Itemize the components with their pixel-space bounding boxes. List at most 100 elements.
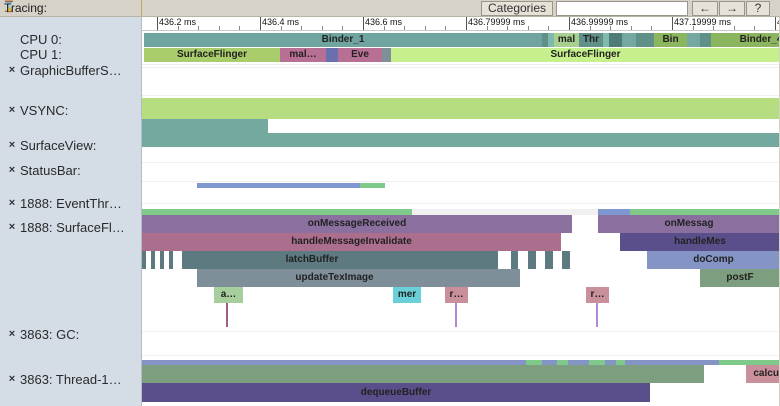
cpu1-slice[interactable]: mal… <box>280 48 326 62</box>
cpu0-slice[interactable] <box>542 33 548 47</box>
eventthread-slice[interactable] <box>360 183 385 188</box>
sidebar-item-1888-surfacefl[interactable]: × 1888: SurfaceFl… <box>0 221 141 237</box>
ruler-minor-tick <box>425 26 426 31</box>
sf-slice[interactable]: handleMessageInvalidate <box>142 233 561 251</box>
thread1-slice[interactable]: dequeueBuffer <box>142 383 650 402</box>
cpu0-slice[interactable] <box>603 33 609 47</box>
thread1-slice[interactable] <box>557 360 568 365</box>
sf-slice[interactable]: onMessag <box>598 215 780 233</box>
sidebar-item-statusbar[interactable]: ×StatusBar: <box>0 164 141 180</box>
thread1-slice[interactable] <box>542 360 557 365</box>
cpu1-slice[interactable] <box>326 48 338 62</box>
close-icon[interactable]: × <box>8 328 16 340</box>
sf-slice[interactable] <box>142 251 146 269</box>
thread1-slice[interactable] <box>568 360 589 365</box>
cpu0-slice[interactable]: Binder_1 <box>144 33 542 47</box>
thread1-slice[interactable] <box>526 360 542 365</box>
sf-slice[interactable]: latchBuffer <box>182 251 442 269</box>
sidebar-item-cpu-1[interactable]: CPU 1: <box>0 48 141 64</box>
cpu1-slice[interactable]: SurfaceFlinger <box>144 48 280 62</box>
vsync-band[interactable] <box>142 98 780 119</box>
sf-slice[interactable]: r… <box>445 287 468 303</box>
sidebar-item-vsync[interactable]: ×VSYNC: <box>0 104 141 120</box>
sf-async-slice[interactable] <box>598 209 630 215</box>
sf-slice[interactable] <box>169 251 173 269</box>
thread1-slice[interactable] <box>616 360 625 365</box>
cpu0-slice[interactable] <box>636 33 654 47</box>
close-icon[interactable]: × <box>8 221 16 233</box>
sidebar-item-1888-eventthr[interactable]: ×1888: EventThr… <box>0 197 141 213</box>
flow-arrow[interactable] <box>226 303 228 327</box>
cpu0-slice[interactable]: mal <box>554 33 579 47</box>
slice-label: SurfaceFlinger <box>176 49 248 60</box>
sf-slice[interactable]: onMessageReceived <box>142 215 572 233</box>
sidebar-item-graphicbuffers[interactable]: ×GraphicBufferS… <box>0 64 141 80</box>
cpu0-slice[interactable]: Bin <box>654 33 687 47</box>
cpu0-slice[interactable] <box>687 33 700 47</box>
close-icon[interactable]: × <box>8 197 16 209</box>
sf-slice[interactable] <box>151 251 155 269</box>
sf-slice[interactable] <box>545 251 553 269</box>
close-icon[interactable]: × <box>8 104 16 116</box>
flow-arrow[interactable] <box>455 303 457 327</box>
eventthread-slice[interactable] <box>197 183 360 188</box>
sf-async-slice[interactable] <box>142 209 412 215</box>
search-input[interactable] <box>556 1 688 16</box>
sf-slice[interactable] <box>511 251 518 269</box>
sf-async-slice[interactable] <box>412 209 598 215</box>
thread1-slice[interactable] <box>142 360 526 365</box>
sf-slice[interactable]: updateTexImage <box>197 269 472 287</box>
sf-slice[interactable] <box>442 251 498 269</box>
surfaceview-band[interactable] <box>142 119 268 133</box>
sf-async-slice[interactable] <box>630 209 780 215</box>
sidebar-item-label: 1888: SurfaceFl… <box>20 221 125 235</box>
sf-slice[interactable]: handleMes <box>620 233 780 251</box>
slice-label: mal <box>557 34 576 45</box>
sf-slice[interactable] <box>472 269 520 287</box>
sf-slice[interactable]: r… <box>586 287 609 303</box>
sf-slice[interactable]: mer <box>393 287 421 303</box>
sidebar-item-cpu-0[interactable]: CPU 0: <box>0 33 141 49</box>
close-icon[interactable]: × <box>8 164 16 176</box>
close-icon[interactable]: × <box>8 64 16 76</box>
sf-slice[interactable]: postF <box>700 269 780 287</box>
thread1-slice[interactable] <box>589 360 605 365</box>
sf-slice[interactable] <box>528 251 536 269</box>
sidebar-item-3863-gc[interactable]: ×3863: GC: <box>0 328 141 344</box>
sidebar-item-3863-thread-1[interactable]: ×3863: Thread-1… <box>0 373 141 389</box>
cpu0-slice[interactable]: Binder_4 <box>711 33 780 47</box>
next-button[interactable]: → <box>719 1 745 16</box>
prev-button[interactable]: ← <box>692 1 718 16</box>
sidebar-item-surfaceview[interactable]: × SurfaceView: <box>0 139 141 155</box>
sf-slice[interactable]: a… <box>214 287 243 303</box>
track-separator <box>142 64 780 65</box>
sf-slice[interactable] <box>160 251 164 269</box>
track-canvas[interactable]: Binder_1malThrBinBinder_4Thread-189Surfa… <box>142 31 780 406</box>
thread1-slice[interactable] <box>605 360 616 365</box>
sf-slice[interactable]: doComp <box>647 251 780 269</box>
thread1-slice[interactable] <box>719 360 780 365</box>
cpu1-slice[interactable]: SurfaceFlinger <box>391 48 780 62</box>
cpu1-slice[interactable] <box>382 48 391 62</box>
slice-label: handleMessageInvalidate <box>291 236 412 247</box>
cpu0-slice[interactable] <box>622 33 636 47</box>
cpu0-slice[interactable] <box>609 33 622 47</box>
thread1-slice[interactable] <box>625 360 719 365</box>
close-icon[interactable]: × <box>8 139 16 151</box>
surfaceview-band[interactable] <box>142 133 780 147</box>
cpu1-slice[interactable]: Eve <box>338 48 382 62</box>
thread1-slice[interactable] <box>142 365 704 383</box>
sidebar-item-label: SurfaceView: <box>20 139 97 153</box>
categories-button[interactable]: Categories <box>481 1 553 16</box>
cpu0-slice[interactable]: Thr <box>579 33 603 47</box>
flow-arrow[interactable] <box>596 303 598 327</box>
close-icon[interactable]: × <box>8 373 16 385</box>
thread1-slice[interactable]: calculat… <box>746 365 780 383</box>
ruler-minor-tick <box>404 26 405 31</box>
cpu0-slice[interactable] <box>700 33 711 47</box>
sf-slice[interactable] <box>562 251 570 269</box>
help-button[interactable]: ? <box>746 1 770 16</box>
cpu0-slice[interactable] <box>548 33 554 47</box>
track-sidebar[interactable]: CPU 0:CPU 1:×GraphicBufferS…×VSYNC:×Surf… <box>0 17 142 406</box>
